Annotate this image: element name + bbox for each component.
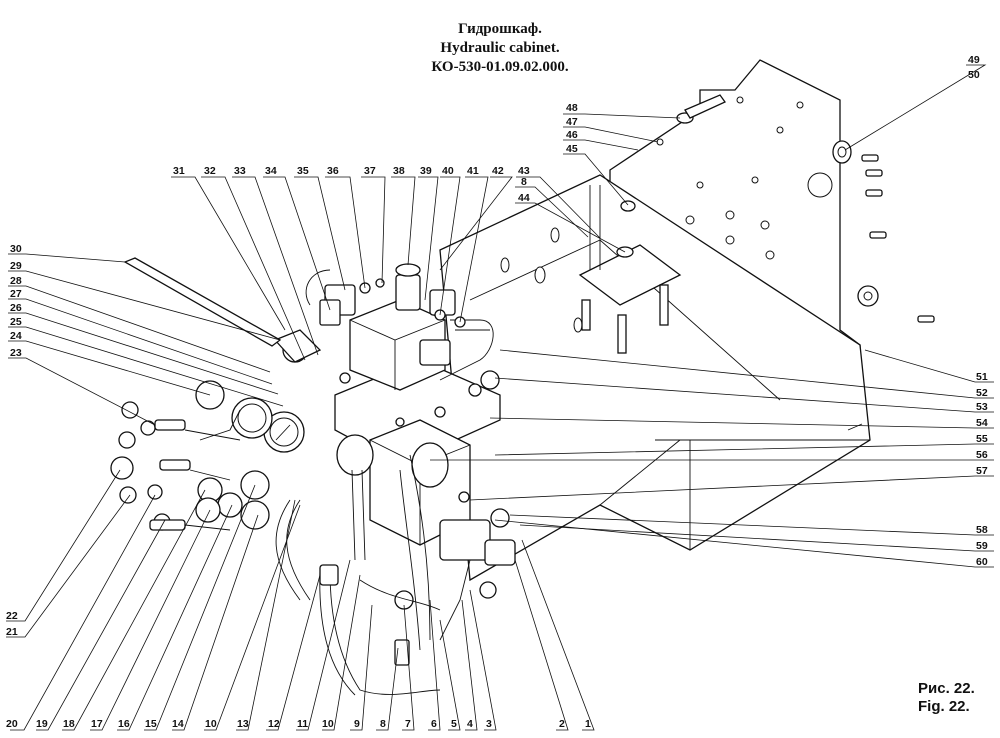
title-en: Hydraulic cabinet. bbox=[440, 40, 560, 56]
figure-ru: Рис. 22. bbox=[918, 680, 975, 697]
callout-38: 38 bbox=[393, 165, 405, 177]
callout-54: 54 bbox=[976, 417, 988, 429]
gauges-and-fittings bbox=[110, 257, 322, 531]
callout-53: 53 bbox=[976, 401, 988, 413]
callout-49: 49 bbox=[968, 54, 980, 66]
callout-40: 40 bbox=[442, 165, 454, 177]
callout-32: 32 bbox=[204, 165, 216, 177]
callout-58: 58 bbox=[976, 524, 988, 536]
callout-36: 36 bbox=[327, 165, 339, 177]
callout-10-left: 10 bbox=[205, 718, 217, 730]
callout-47: 47 bbox=[566, 116, 578, 128]
callout-numbers: 31 32 33 34 35 36 37 38 39 40 41 42 43 4… bbox=[6, 54, 988, 730]
callout-19: 19 bbox=[36, 718, 48, 730]
callout-31: 31 bbox=[173, 165, 185, 177]
drawing-title: Гидрошкаф. Hydraulic cabinet. КО-530-01.… bbox=[400, 20, 600, 77]
callout-22: 22 bbox=[6, 610, 18, 622]
callout-12: 12 bbox=[268, 718, 280, 730]
callout-57: 57 bbox=[976, 465, 988, 477]
title-ru: Гидрошкаф. bbox=[458, 21, 542, 37]
callout-48: 48 bbox=[566, 102, 578, 114]
callout-5: 5 bbox=[451, 718, 457, 730]
callout-6: 6 bbox=[431, 718, 437, 730]
callout-34: 34 bbox=[265, 165, 277, 177]
callout-44: 44 bbox=[518, 192, 530, 204]
figure-caption: Рис. 22. Fig. 22. bbox=[918, 680, 975, 716]
callout-25: 25 bbox=[10, 316, 22, 328]
valve-assembly bbox=[275, 263, 516, 696]
callout-37: 37 bbox=[364, 165, 376, 177]
callout-30: 30 bbox=[10, 243, 22, 255]
figure-en: Fig. 22. bbox=[918, 698, 970, 715]
callout-26: 26 bbox=[10, 302, 22, 314]
callout-20: 20 bbox=[6, 718, 18, 730]
callout-52: 52 bbox=[976, 387, 988, 399]
callout-11: 11 bbox=[297, 718, 308, 730]
callout-51: 51 bbox=[976, 371, 988, 383]
title-code: КО-530-01.09.02.000. bbox=[431, 59, 569, 75]
callout-10-right: 10 bbox=[322, 718, 334, 730]
callout-27: 27 bbox=[10, 288, 22, 300]
callout-24: 24 bbox=[10, 330, 22, 342]
bracket bbox=[578, 94, 726, 354]
callout-46: 46 bbox=[566, 129, 578, 141]
callout-18: 18 bbox=[63, 718, 75, 730]
callout-29: 29 bbox=[10, 260, 22, 272]
callout-42: 42 bbox=[492, 165, 504, 177]
callout-41: 41 bbox=[467, 165, 479, 177]
callout-2: 2 bbox=[559, 718, 565, 730]
callout-16: 16 bbox=[118, 718, 130, 730]
callout-33: 33 bbox=[234, 165, 246, 177]
callout-21: 21 bbox=[6, 626, 18, 638]
callout-39: 39 bbox=[420, 165, 432, 177]
callout-9: 9 bbox=[354, 718, 360, 730]
callout-7: 7 bbox=[405, 718, 411, 730]
callout-3: 3 bbox=[486, 718, 492, 730]
callout-23: 23 bbox=[10, 347, 22, 359]
callout-15: 15 bbox=[145, 718, 157, 730]
callout-13: 13 bbox=[237, 718, 249, 730]
callout-45: 45 bbox=[566, 143, 578, 155]
callout-56: 56 bbox=[976, 449, 988, 461]
callout-28: 28 bbox=[10, 275, 22, 287]
callout-55: 55 bbox=[976, 433, 988, 445]
callout-50: 50 bbox=[968, 69, 980, 81]
callout-8: 8 bbox=[380, 718, 386, 730]
callout-4: 4 bbox=[467, 718, 473, 730]
callout-1: 1 bbox=[585, 718, 591, 730]
callout-17: 17 bbox=[91, 718, 103, 730]
callout-43: 43 bbox=[518, 165, 530, 177]
callout-8-upper: 8 bbox=[521, 176, 527, 188]
callout-35: 35 bbox=[297, 165, 309, 177]
callout-60: 60 bbox=[976, 556, 988, 568]
callout-14: 14 bbox=[172, 718, 184, 730]
callout-59: 59 bbox=[976, 540, 988, 552]
leader-lines bbox=[6, 64, 994, 731]
